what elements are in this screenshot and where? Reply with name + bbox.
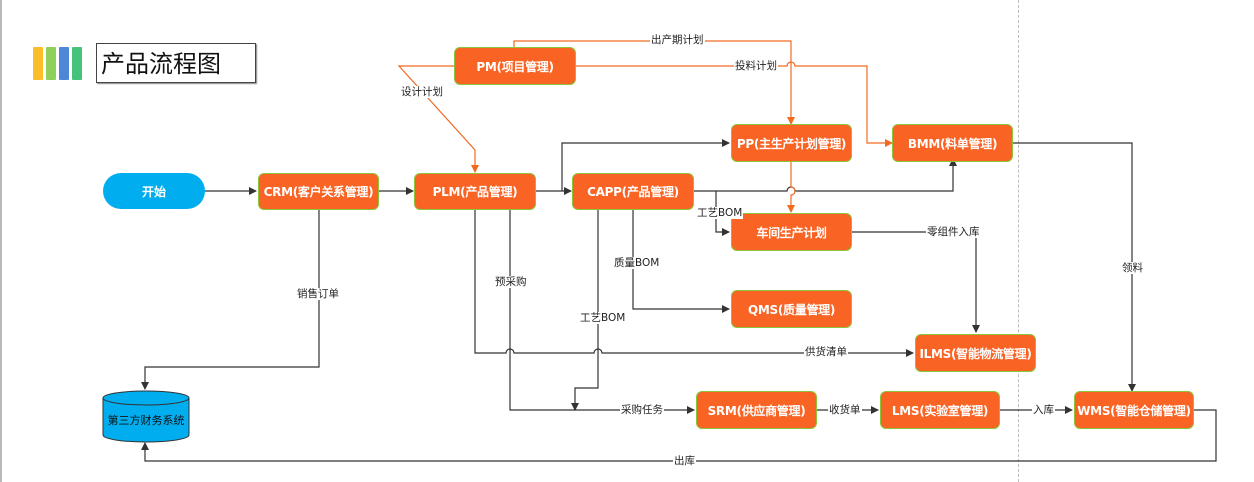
- edge-pm-bmm: [576, 61, 893, 147]
- label-process-bom-2: 工艺BOM: [579, 312, 627, 324]
- node-ilms[interactable]: ILMS(智能物流管理): [915, 334, 1036, 372]
- label-supply-list: 供货清单: [804, 346, 848, 358]
- edge-pm-plm: [397, 65, 479, 173]
- label-parts-inbound: 零组件入库: [926, 226, 981, 238]
- node-qms[interactable]: QMS(质量管理): [731, 290, 852, 328]
- edge-pp-workshop: [787, 162, 796, 213]
- edge-capp-workshop: [715, 191, 730, 236]
- label-material-pick: 领料: [1121, 262, 1144, 274]
- finance-db-shape: [102, 390, 190, 443]
- node-plm[interactable]: PLM(产品管理): [414, 173, 536, 210]
- label-quality-bom: 质量BOM: [613, 257, 661, 269]
- edge-crm-finance: [141, 210, 320, 390]
- edge-plm-ilms: [474, 210, 914, 357]
- logo-bar-yellow: [33, 47, 43, 80]
- label-inbound: 入库: [1032, 404, 1055, 416]
- canvas-left-border: [0, 0, 2, 482]
- edge-capp-qms: [632, 210, 730, 313]
- label-design-plan: 设计计划: [400, 86, 444, 98]
- node-bmm[interactable]: BMM(料单管理): [892, 124, 1013, 162]
- node-pp[interactable]: PP(主生产计划管理): [731, 124, 852, 162]
- edge-wms-finance: [141, 409, 1217, 462]
- node-capp[interactable]: CAPP(产品管理): [572, 173, 694, 210]
- label-pre-purchase: 预采购: [494, 276, 528, 288]
- label-delivery-plan: 出产期计划: [650, 34, 705, 46]
- swimlane-divider: [1018, 0, 1019, 482]
- edge-bmm-wms: [1013, 142, 1136, 392]
- logo-bar-blue: [59, 47, 69, 80]
- label-purchase-task: 采购任务: [620, 404, 664, 416]
- start-node[interactable]: 开始: [103, 173, 205, 209]
- logo-bar-teal: [72, 47, 82, 80]
- label-process-bom-1: 工艺BOM: [696, 207, 744, 219]
- node-wms[interactable]: WMS(智能仓储管理): [1074, 391, 1194, 429]
- label-receipt: 收货单: [828, 404, 862, 416]
- edge-plm-srm: [509, 210, 695, 414]
- node-workshop-plan[interactable]: 车间生产计划: [731, 213, 852, 251]
- label-sales-order: 销售订单: [296, 288, 340, 300]
- edge-capp-purchase: [571, 210, 599, 411]
- finance-db-label[interactable]: 第三方财务系统: [107, 414, 185, 427]
- label-outbound: 出库: [673, 455, 696, 467]
- edge-workshop-ilms: [851, 231, 980, 333]
- edge-to-pp: [561, 139, 730, 191]
- node-pm[interactable]: PM(项目管理): [454, 47, 576, 85]
- diagram-title: 产品流程图: [96, 43, 256, 83]
- logo-bar-green: [46, 47, 56, 80]
- node-srm[interactable]: SRM(供应商管理): [696, 391, 817, 429]
- label-feeding-plan: 投料计划: [734, 60, 778, 72]
- node-lms[interactable]: LMS(实验室管理): [880, 391, 1000, 429]
- edge-capp-bmm: [693, 158, 957, 192]
- node-crm[interactable]: CRM(客户关系管理): [258, 173, 379, 210]
